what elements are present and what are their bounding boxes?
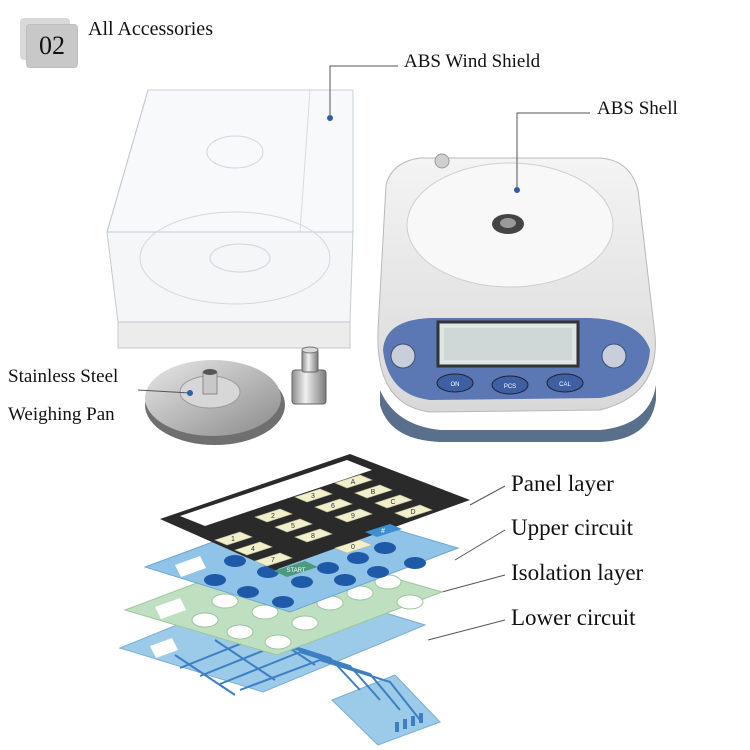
label-isolation-layer: Isolation layer (511, 560, 644, 585)
key-c: C (390, 499, 395, 506)
key-5: 5 (291, 523, 295, 530)
wind-shield (106, 89, 354, 349)
key-1: 1 (231, 536, 235, 543)
key-b: B (371, 489, 376, 496)
key-0: 0 (351, 544, 355, 551)
scale-button-on: ON (451, 382, 460, 388)
label-panel-layer: Panel layer (511, 471, 614, 496)
callout-shell: ABS Shell (597, 98, 678, 119)
callout-dots (187, 115, 520, 396)
badge-number: 02 (26, 24, 78, 68)
label-lower-circuit: Lower circuit (511, 605, 636, 630)
scale-button-pcs: PCS (504, 384, 516, 390)
callout-pan-line2: Weighing Pan (8, 404, 115, 425)
label-upper-circuit: Upper circuit (511, 515, 633, 540)
calibration-weight (291, 346, 327, 405)
key-d: D (410, 509, 415, 516)
section-badge: 02 (20, 18, 78, 68)
key-9: 9 (351, 513, 355, 520)
key-7: 7 (271, 557, 275, 564)
callout-pan-line1: Stainless Steel (8, 366, 119, 387)
scale-button-cal: CAL (559, 382, 571, 388)
weighing-pan (145, 360, 285, 445)
key-2: 2 (271, 513, 275, 520)
key-a: A (351, 479, 356, 486)
key-hash: # (381, 528, 385, 535)
keypad-labels: A B C D 1 2 3 4 5 6 7 8 9 0 # START (231, 479, 415, 574)
callout-lines (137, 65, 590, 641)
section-title: All Accessories (88, 18, 213, 40)
callout-wind-shield: ABS Wind Shield (404, 51, 541, 72)
balance-scale (377, 153, 656, 442)
key-6: 6 (331, 503, 335, 510)
key-8: 8 (311, 533, 315, 540)
key-start: START (286, 568, 305, 574)
key-4: 4 (251, 546, 255, 553)
panel-layer (160, 454, 470, 577)
key-3: 3 (311, 493, 315, 500)
